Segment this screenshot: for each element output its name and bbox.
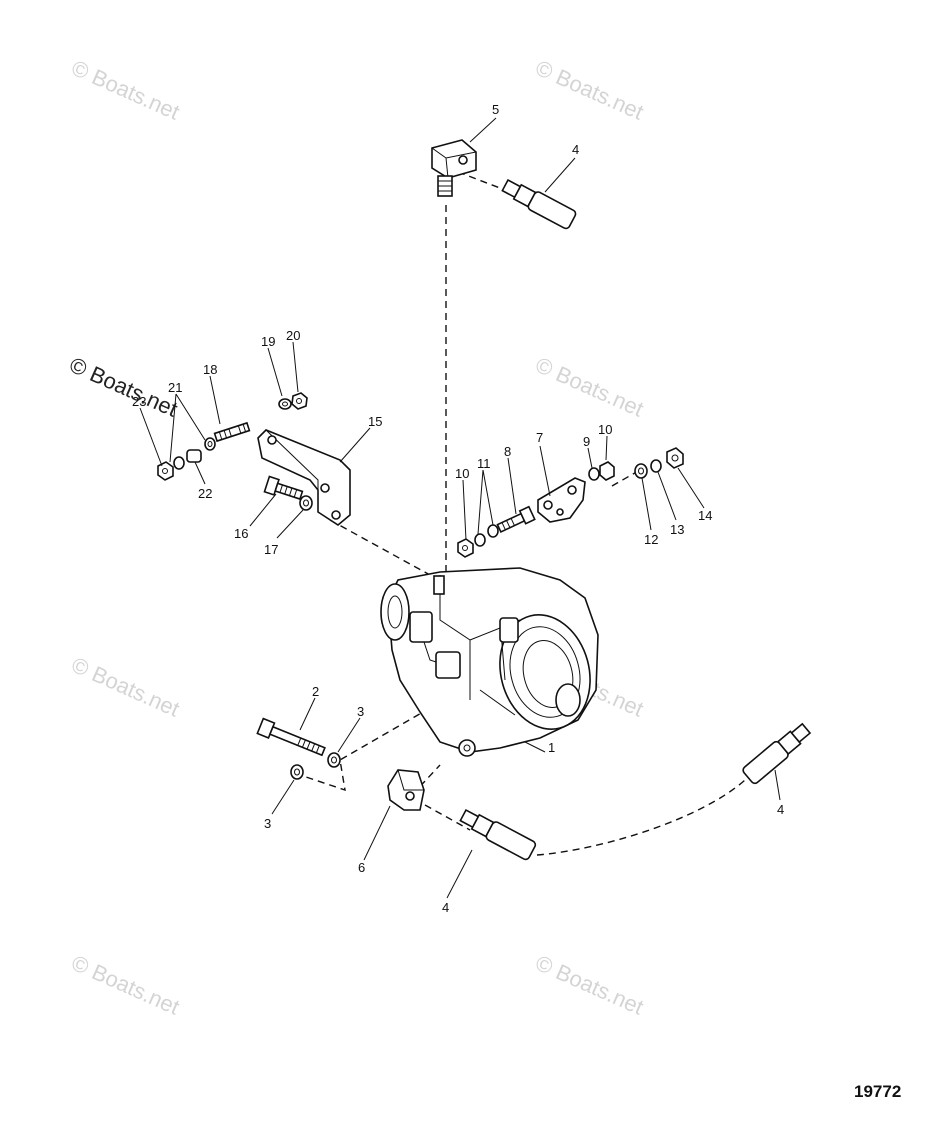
callout-18: 18 (203, 362, 217, 377)
callout-21: 21 (168, 380, 182, 395)
part-19-washer (278, 398, 292, 410)
callout-1: 1 (548, 740, 555, 755)
part-22-spacer (186, 449, 202, 463)
callout-7: 7 (536, 430, 543, 445)
callout-9: 9 (583, 434, 590, 449)
part-21-washer-2 (173, 456, 185, 470)
callout-20: 20 (286, 328, 300, 343)
callout-14: 14 (698, 508, 712, 523)
callout-labels: 1 2 3 3 4 4 4 5 6 7 8 9 10 10 11 12 13 1… (132, 102, 784, 915)
assembly-lines (299, 171, 746, 856)
callout-16: 16 (234, 526, 248, 541)
callout-4: 4 (777, 802, 784, 817)
callout-3: 3 (357, 704, 364, 719)
part-4-sensor-top (501, 178, 577, 230)
callout-4: 4 (572, 142, 579, 157)
callout-4: 4 (442, 900, 449, 915)
part-14-nut (666, 447, 684, 469)
part-5-elbow-fitting (431, 139, 477, 197)
callout-10: 10 (598, 422, 612, 437)
callout-17: 17 (264, 542, 278, 557)
callout-2: 2 (312, 684, 319, 699)
callout-10: 10 (455, 466, 469, 481)
callout-19: 19 (261, 334, 275, 349)
part-2-bolt (256, 717, 326, 757)
part-18-stud (213, 421, 251, 443)
part-20-nut (291, 392, 308, 410)
callout-8: 8 (504, 444, 511, 459)
part-10-nut (457, 538, 474, 558)
part-15-bracket (257, 429, 351, 526)
part-4-sensor-right (742, 722, 812, 785)
part-21-washer (204, 437, 216, 451)
figure-number: 19772 (854, 1082, 902, 1101)
callout-13: 13 (670, 522, 684, 537)
callout-22: 22 (198, 486, 212, 501)
callout-15: 15 (368, 414, 382, 429)
part-3-washer (327, 752, 341, 768)
part-1-transmission-housing (380, 567, 599, 757)
part-10-nut-2 (599, 461, 615, 481)
part-17-washer (299, 495, 313, 511)
part-6-adapter (387, 769, 425, 811)
part-12-washer (634, 463, 648, 479)
callout-5: 5 (492, 102, 499, 117)
part-3-washer-2 (290, 764, 304, 780)
callout-3: 3 (264, 816, 271, 831)
callout-6: 6 (358, 860, 365, 875)
leader-lines (139, 117, 781, 899)
part-9-washer (588, 467, 600, 481)
part-13-lockwasher (650, 459, 662, 473)
part-11-washer (474, 524, 499, 547)
part-16-bolt (263, 475, 304, 501)
callout-12: 12 (644, 532, 658, 547)
callout-23: 23 (132, 394, 146, 409)
part-23-nut (157, 461, 174, 481)
callout-11: 11 (477, 456, 491, 471)
part-7-shift-plate (537, 477, 586, 523)
part-8-bolt (496, 505, 536, 533)
part-4-sensor-bottom (459, 808, 537, 861)
